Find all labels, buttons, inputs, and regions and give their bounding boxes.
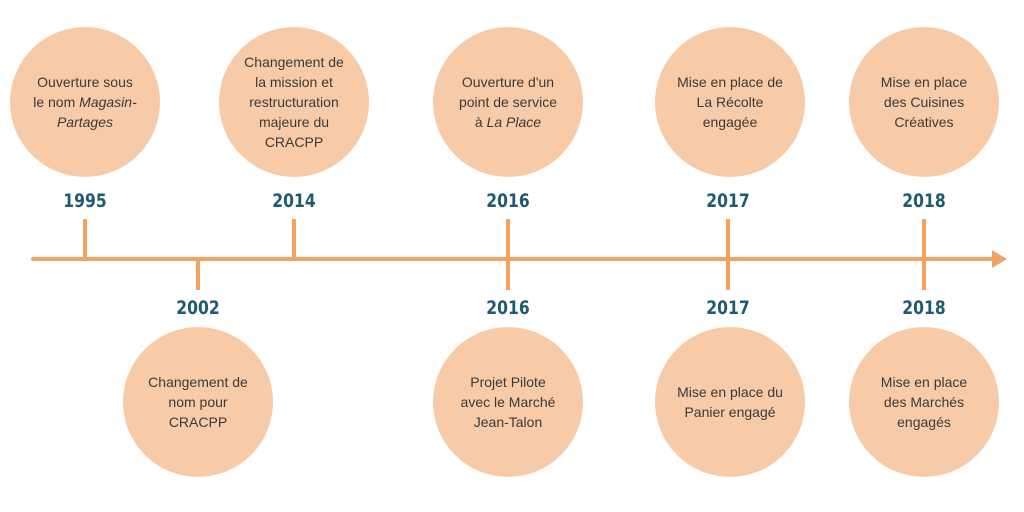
year-label: 2002 (176, 297, 220, 319)
event-description: Mise en place des Cuisines Créatives (880, 74, 968, 130)
event-description: Mise en place des Marchés engagés (880, 374, 968, 430)
event-circle-2016: Projet Pilote avec le Marché Jean-Talon (433, 327, 583, 477)
event-circle-1995: Ouverture sous le nom Magasin-Partages (10, 27, 160, 177)
event-description: Changement de la mission et restructurat… (244, 54, 344, 150)
event-description: Ouverture sous le nom Magasin-Partages (33, 74, 137, 130)
event-circle-2002: Changement de nom pour CRACPP (123, 327, 273, 477)
year-label: 2017 (706, 297, 750, 319)
year-label: 2016 (486, 297, 530, 319)
event-circle-2017: Mise en place de La Récolte engagée (655, 27, 805, 177)
event-description: Changement de nom pour CRACPP (148, 374, 248, 430)
event-circle-2017: Mise en place du Panier engagé (655, 327, 805, 477)
year-label: 2014 (272, 190, 316, 212)
event-description: Ouverture d'un point de service à La Pla… (458, 74, 558, 130)
year-label: 2018 (902, 297, 946, 319)
event-description: Mise en place du Panier engagé (677, 384, 783, 420)
event-circle-2016: Ouverture d'un point de service à La Pla… (433, 27, 583, 177)
event-circle-2018: Mise en place des Marchés engagés (849, 327, 999, 477)
year-label: 2018 (902, 190, 946, 212)
event-description: Mise en place de La Récolte engagée (677, 74, 783, 130)
event-circle-2014: Changement de la mission et restructurat… (219, 27, 369, 177)
year-label: 2016 (486, 190, 530, 212)
timeline-arrow-head (992, 250, 1007, 268)
event-description: Projet Pilote avec le Marché Jean-Talon (460, 374, 556, 430)
event-circle-2018: Mise en place des Cuisines Créatives (849, 27, 999, 177)
year-label: 2017 (706, 190, 750, 212)
year-label: 1995 (63, 190, 107, 212)
